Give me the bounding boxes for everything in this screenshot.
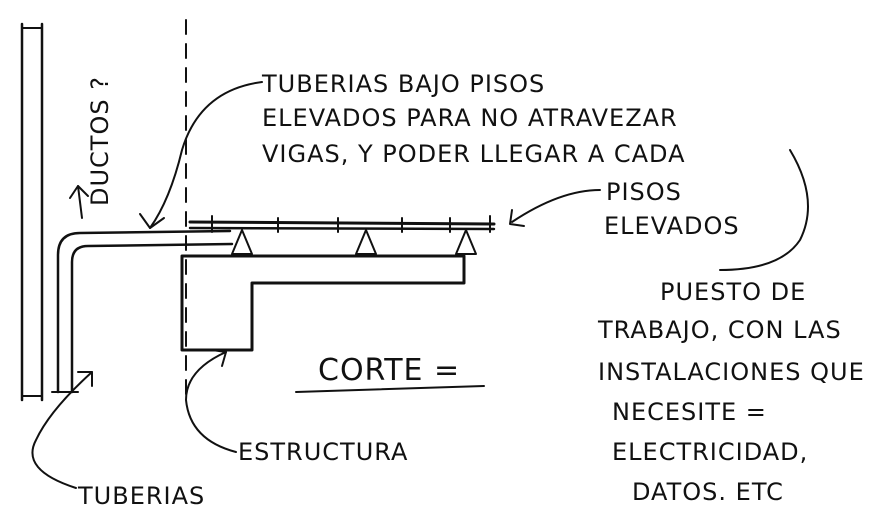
label-pisos-elevados-line2: ELEVADOS <box>604 212 740 240</box>
label-tuberias-bajo-pisos-line3: VIGAS, Y PODER LLEGAR A CADA <box>262 140 686 168</box>
label-ductos: DUCTOS ? <box>86 76 114 206</box>
leader-arrows <box>31 81 809 489</box>
label-estructura: ESTRUCTURA <box>238 438 408 466</box>
annotations: DUCTOS ? TUBERIAS BAJO PISOS ELEVADOS PA… <box>77 70 865 510</box>
label-pisos-elevados-line1: PISOS <box>606 178 682 206</box>
wall <box>20 22 44 402</box>
label-tuberias-bajo-pisos-line2: ELEVADOS PARA NO ATRAVEZAR <box>262 104 678 132</box>
label-puesto-line6: DATOS. ETC <box>632 478 784 506</box>
label-puesto-line5: ELECTRICIDAD, <box>612 438 808 466</box>
pipe <box>51 229 234 394</box>
raised-floor <box>188 215 496 255</box>
label-tuberias-bajo-pisos-line1: TUBERIAS BAJO PISOS <box>261 70 545 98</box>
label-corte: CORTE = <box>318 353 460 388</box>
label-puesto-line4: NECESITE = <box>612 398 767 426</box>
structure-slab <box>180 254 466 352</box>
label-puesto-line3: INSTALACIONES QUE <box>598 358 865 386</box>
label-puesto-line1: PUESTO DE <box>660 278 806 306</box>
label-tuberias: TUBERIAS <box>77 482 205 510</box>
label-puesto-line2: TRABAJO, CON LAS <box>597 316 842 344</box>
